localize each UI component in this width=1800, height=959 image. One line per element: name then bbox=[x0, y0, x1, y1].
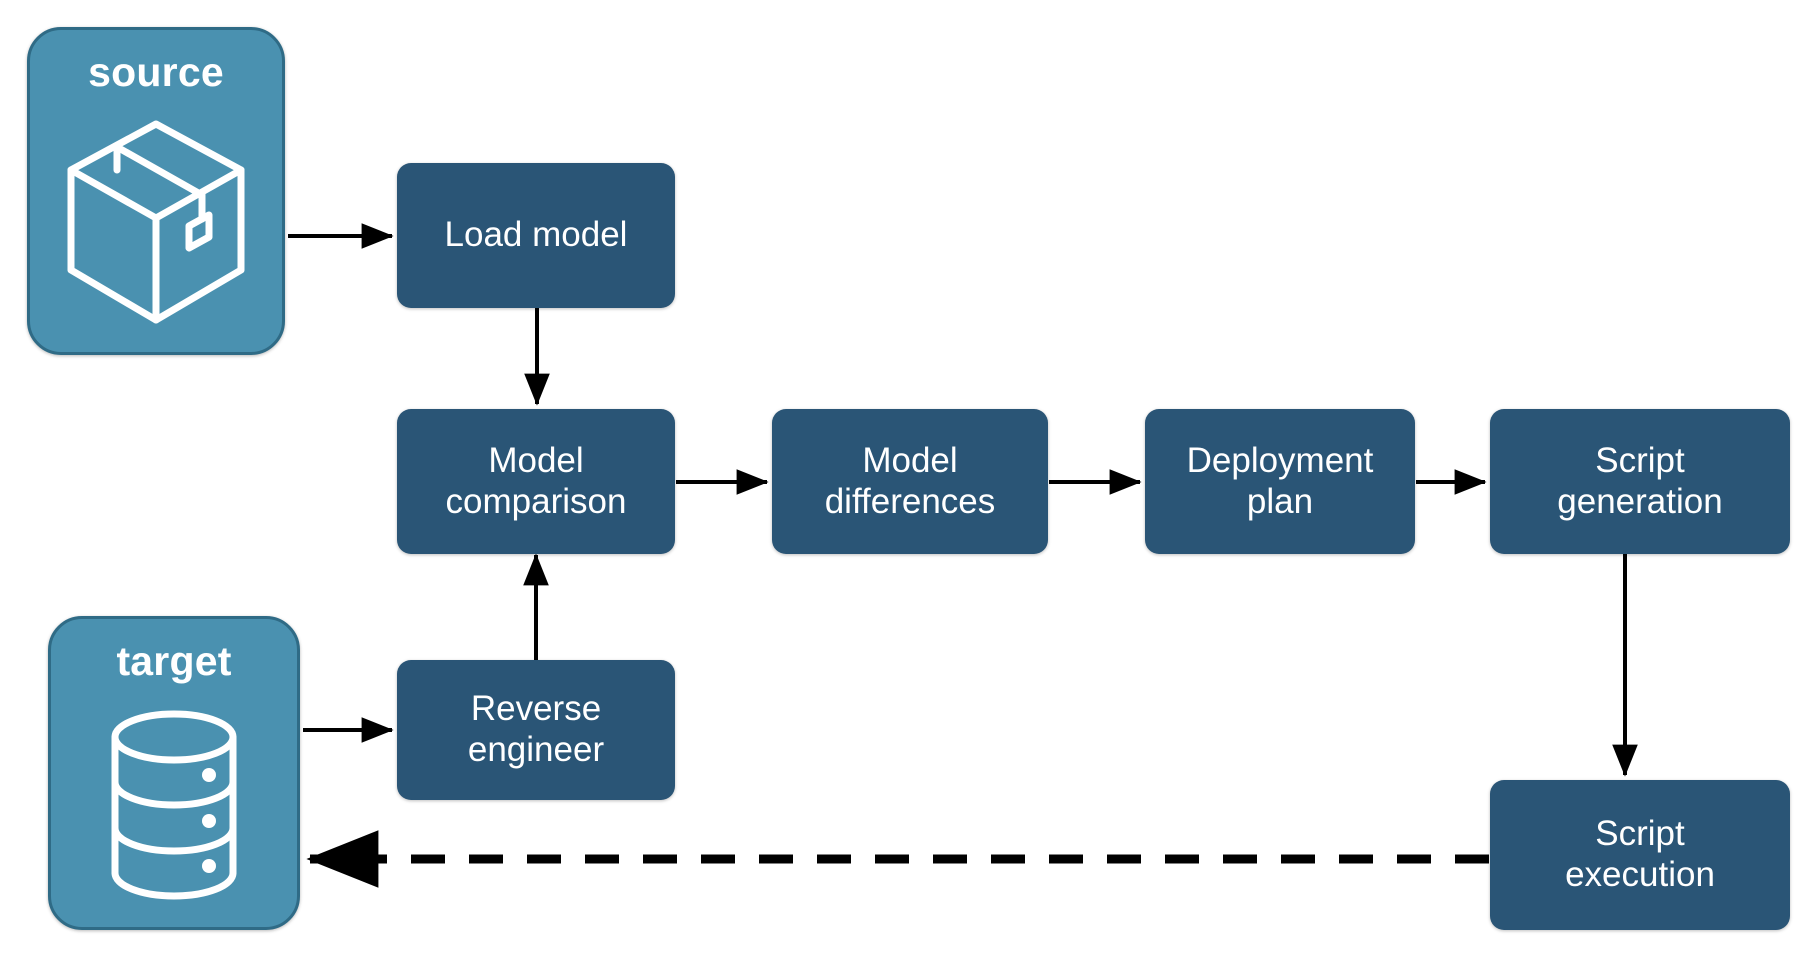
node-deployment-plan[interactable]: Deployment plan bbox=[1145, 409, 1415, 554]
node-model-differences[interactable]: Model differences bbox=[772, 409, 1048, 554]
database-cylinder-icon bbox=[51, 682, 297, 927]
node-target-label: target bbox=[116, 638, 232, 684]
node-script-generation-label: Script generation bbox=[1557, 440, 1723, 521]
node-target[interactable]: target bbox=[48, 616, 300, 930]
package-box-icon bbox=[30, 93, 282, 352]
node-script-execution-label: Script execution bbox=[1565, 814, 1715, 894]
node-model-comparison-label: Model comparison bbox=[445, 440, 627, 521]
node-source[interactable]: source bbox=[27, 27, 285, 355]
node-load-model-label: Load model bbox=[444, 215, 628, 255]
node-source-label: source bbox=[88, 49, 224, 95]
node-script-execution[interactable]: Script execution bbox=[1490, 780, 1790, 930]
node-script-generation[interactable]: Script generation bbox=[1490, 409, 1790, 554]
node-reverse-engineer-label: Reverse engineer bbox=[467, 689, 605, 769]
node-load-model[interactable]: Load model bbox=[397, 163, 675, 308]
node-model-comparison[interactable]: Model comparison bbox=[397, 409, 675, 554]
node-reverse-engineer[interactable]: Reverse engineer bbox=[397, 660, 675, 800]
node-deployment-plan-label: Deployment plan bbox=[1186, 440, 1374, 521]
node-model-differences-label: Model differences bbox=[824, 440, 996, 521]
